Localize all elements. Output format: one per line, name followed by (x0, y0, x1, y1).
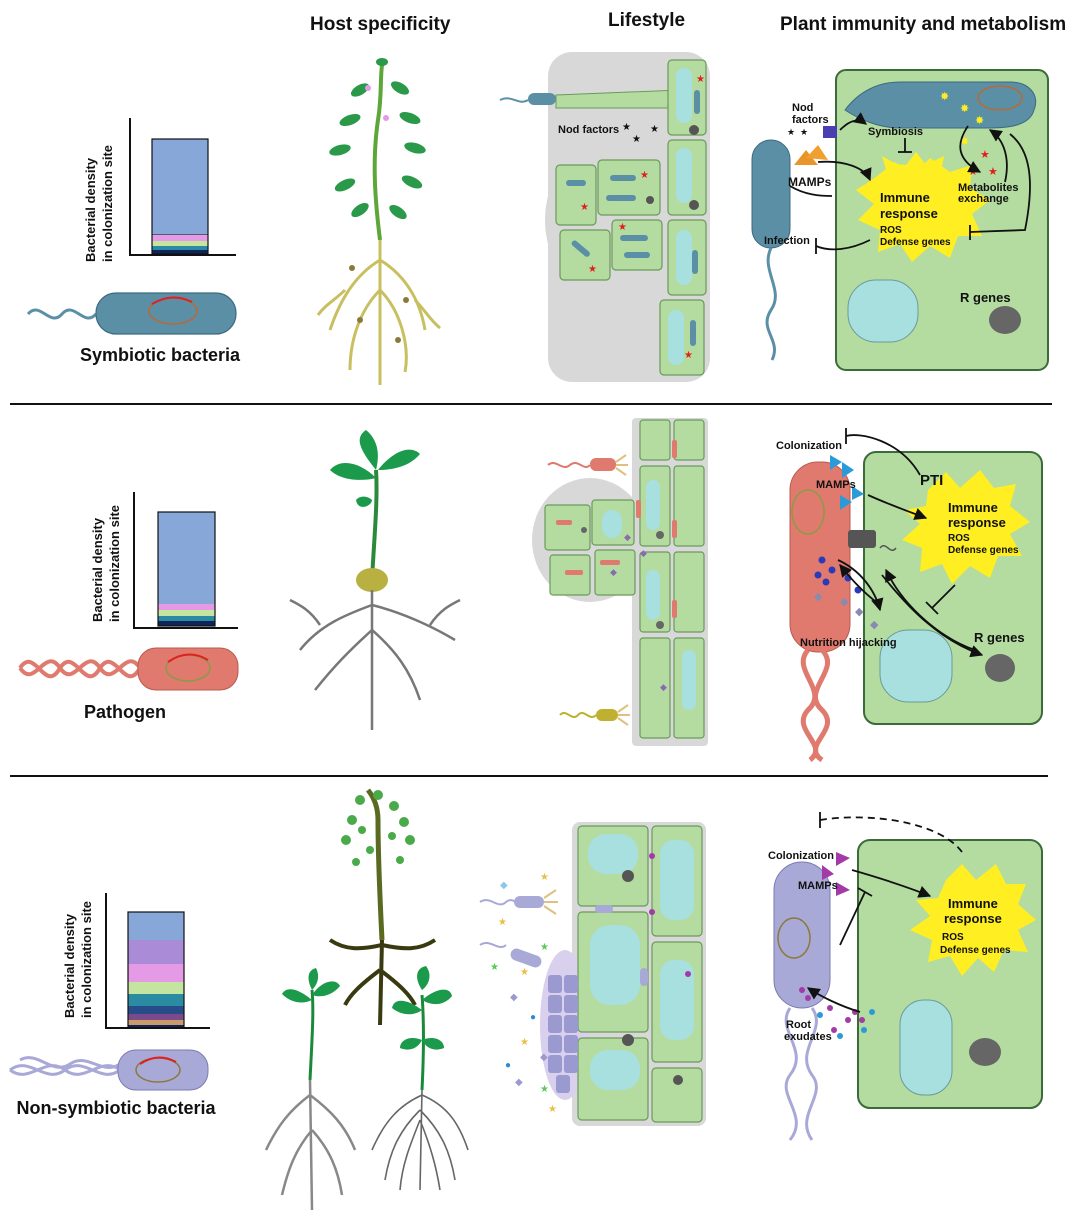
ros-label: ROS (942, 932, 964, 943)
svg-text:★: ★ (684, 350, 693, 361)
host-plants-diverse (264, 788, 469, 1211)
immune-response-label: Immune (880, 190, 930, 205)
svg-text:★: ★ (622, 122, 631, 133)
density-axis-label: Bacterial density (83, 157, 98, 262)
svg-text:◆: ◆ (515, 1077, 523, 1088)
pathogen-bacterium (18, 647, 239, 691)
svg-text:★: ★ (540, 942, 549, 953)
svg-text:★: ★ (540, 1084, 549, 1095)
immune-response-label: Immune (948, 500, 998, 515)
svg-text:★: ★ (520, 1037, 529, 1048)
svg-text:✸: ✸ (960, 103, 969, 115)
svg-text:◆: ◆ (840, 596, 849, 608)
svg-text:✸: ✸ (960, 136, 969, 148)
svg-text:●: ● (505, 1060, 511, 1071)
metabolites-label-2: exchange (958, 193, 1009, 205)
svg-text:◆: ◆ (814, 591, 823, 603)
header-lifestyle: Lifestyle (608, 10, 686, 31)
lifestyle-symbiotic: ★★★★★★ ★★★ Nod factors (499, 52, 710, 382)
header-host-specificity: Host specificity (310, 14, 451, 35)
svg-text:◆: ◆ (640, 548, 647, 558)
svg-text:●: ● (530, 1012, 536, 1023)
svg-text:★: ★ (580, 202, 589, 213)
symbiotic-bacterium (26, 292, 237, 335)
immune-response-label-2: response (948, 515, 1006, 530)
svg-text:★: ★ (618, 222, 627, 233)
nod-factors-label-lifestyle: Nod factors (558, 124, 619, 136)
lifestyle-pathogen: ◆ ◆ ◆ ◆ (532, 418, 708, 746)
metabolites-label: Metabolites (958, 182, 1019, 194)
density-axis-label-2: in colonization site (107, 505, 122, 622)
svg-text:✸: ✸ (975, 115, 984, 127)
symbiosis-label: Symbiosis (868, 126, 923, 138)
r-genes-label: R genes (974, 630, 1025, 645)
nod-factors-label: Nod (792, 102, 813, 114)
mamps-label: MAMPs (798, 880, 838, 892)
immune-response-label-2: response (944, 911, 1002, 926)
immunity-symbiotic: ✸✸✸✸ ★★★ ★★ Nod factors Symbiosis MAMPs … (751, 69, 1049, 371)
nonsymbiotic-bacterium (9, 1049, 209, 1091)
svg-text:★: ★ (490, 962, 499, 973)
svg-text:★: ★ (498, 917, 507, 928)
row-name-pathogen: Pathogen (84, 702, 166, 722)
immunity-nonsymbiotic: Colonization MAMPs Immune response ROS D… (768, 812, 1043, 1141)
infection-label: Infection (764, 235, 810, 247)
svg-text:★: ★ (632, 134, 641, 145)
svg-text:◆: ◆ (540, 1052, 548, 1063)
r-genes-label: R genes (960, 290, 1011, 305)
row-name-symbiotic: Symbiotic bacteria (80, 345, 241, 365)
nod-factors-label-2: factors (792, 114, 829, 126)
density-axis-label: Bacterial density (62, 913, 77, 1018)
svg-text:★: ★ (787, 127, 795, 137)
svg-text:◆: ◆ (500, 880, 508, 891)
svg-text:★: ★ (980, 149, 990, 161)
nutrition-hijacking-label: Nutrition hijacking (800, 637, 897, 649)
svg-text:★: ★ (540, 872, 549, 883)
host-plant-legume (316, 58, 441, 385)
mamps-label: MAMPs (788, 175, 832, 189)
svg-text:◆: ◆ (660, 682, 667, 692)
density-axis-label-2: in colonization site (79, 901, 94, 1018)
svg-text:★: ★ (800, 127, 808, 137)
svg-text:★: ★ (696, 74, 705, 85)
svg-text:★: ★ (548, 1104, 557, 1115)
root-exudates-label-2: exudates (784, 1031, 832, 1043)
svg-text:★: ★ (520, 967, 529, 978)
header-immunity: Plant immunity and metabolism (780, 14, 1067, 35)
ros-label: ROS (948, 533, 970, 544)
density-chart-symbiotic: Bacterial density in colonization site (83, 118, 236, 262)
svg-text:★: ★ (650, 124, 659, 135)
defense-genes-label: Defense genes (948, 545, 1019, 556)
immunity-pathogen: ◆ ◆ ◆ ◆ Colonization PTI MAMPs Immune respo… (776, 428, 1043, 763)
svg-text:★: ★ (988, 166, 998, 178)
colonization-label: Colonization (776, 440, 842, 452)
density-axis-label: Bacterial density (90, 517, 105, 622)
svg-text:★: ★ (640, 170, 649, 181)
root-exudates-label: Root (786, 1019, 811, 1031)
svg-text:◆: ◆ (610, 567, 617, 577)
density-axis-label-2: in colonization site (100, 145, 115, 262)
defense-genes-label: Defense genes (940, 945, 1011, 956)
density-chart-pathogen: Bacterial density in colonization site (90, 492, 238, 629)
density-chart-nonsymbiotic: Bacterial density in colonization site (62, 893, 210, 1029)
svg-text:◆: ◆ (510, 992, 518, 1003)
mamps-label: MAMPs (816, 479, 856, 491)
svg-text:★: ★ (588, 264, 597, 275)
lifestyle-nonsymbiotic: ◆ ★ ★ ★ ★ ★ ◆ ● ★ ◆ ● ★ ★ ◆ (479, 822, 706, 1126)
svg-text:◆: ◆ (870, 619, 879, 631)
svg-text:✸: ✸ (940, 91, 949, 103)
immune-response-label-2: response (880, 206, 938, 221)
colonization-label: Colonization (768, 850, 834, 862)
immune-response-label: Immune (948, 896, 998, 911)
svg-text:◆: ◆ (624, 532, 631, 542)
host-plant-seedling (289, 430, 461, 730)
row-name-nonsymbiotic: Non-symbiotic bacteria (16, 1098, 216, 1118)
defense-genes-label: Defense genes (880, 237, 951, 248)
pti-label: PTI (920, 472, 943, 489)
svg-text:◆: ◆ (855, 606, 864, 618)
ros-label: ROS (880, 225, 902, 236)
